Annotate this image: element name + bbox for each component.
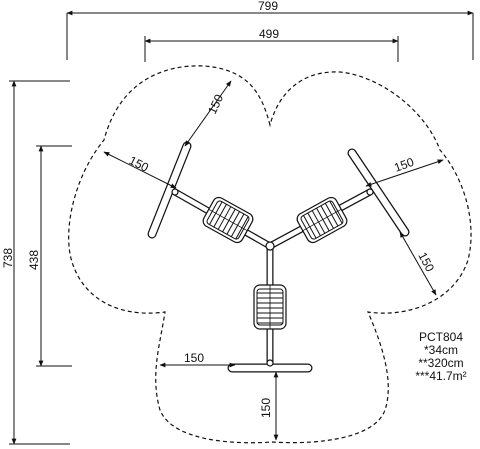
dimension-overall-width: 799 bbox=[66, 0, 474, 60]
clearance-label-bottom-a: 150 bbox=[184, 351, 204, 365]
product-height-note: *34cm bbox=[423, 343, 458, 357]
product-info-block: PCT804 *34cm **320cm ***41.7m² bbox=[406, 331, 476, 383]
clearance-label-right-a: 150 bbox=[392, 155, 416, 175]
product-fall-height-note: **320cm bbox=[418, 356, 464, 370]
dimension-overall-height: 738 bbox=[1, 80, 70, 445]
clearance-dimensions bbox=[103, 80, 444, 441]
clearance-label-right-b: 150 bbox=[415, 250, 437, 275]
clearance-label-top-left-a: 150 bbox=[205, 92, 226, 116]
product-code: PCT804 bbox=[418, 330, 464, 344]
seat-bottom bbox=[253, 284, 287, 330]
seat-left bbox=[200, 194, 256, 246]
overall-height-label: 738 bbox=[1, 248, 15, 268]
overall-width-label: 799 bbox=[258, 0, 278, 13]
clearance-label-bottom-b: 150 bbox=[259, 398, 273, 418]
dimension-inner-width: 499 bbox=[144, 27, 399, 62]
clearance-label-top-left-b: 150 bbox=[127, 153, 151, 175]
seat-right bbox=[294, 194, 350, 246]
inner-height-label: 438 bbox=[27, 250, 41, 270]
safety-zone-outline bbox=[68, 65, 472, 444]
product-area-note: ***41.7m² bbox=[415, 369, 467, 383]
inner-width-label: 499 bbox=[259, 27, 279, 41]
dimension-inner-height: 438 bbox=[27, 145, 72, 367]
swing-frame bbox=[147, 141, 410, 373]
